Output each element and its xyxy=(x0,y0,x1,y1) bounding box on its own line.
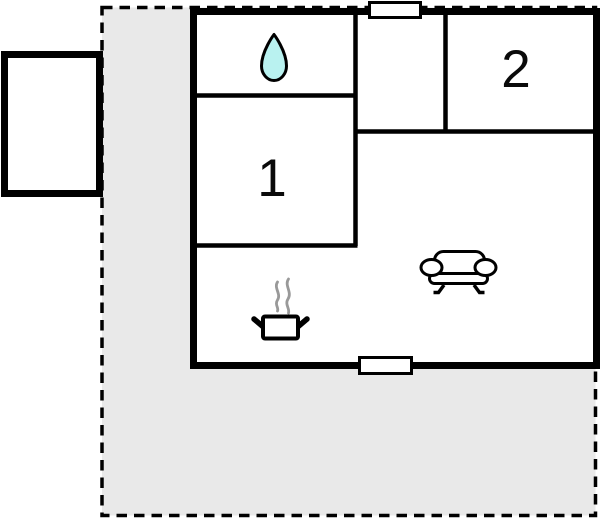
top-wall-window xyxy=(368,1,422,19)
room-1-label: 1 xyxy=(257,149,286,208)
house-outer-walls xyxy=(190,8,600,369)
cooking-pot-icon xyxy=(251,314,310,341)
water-drop-icon xyxy=(260,33,288,82)
detached-annex xyxy=(1,51,103,197)
sofa-icon xyxy=(419,250,498,295)
steam-icon xyxy=(274,277,291,315)
bottom-wall-window xyxy=(358,356,413,375)
room-2-label: 2 xyxy=(501,40,530,99)
